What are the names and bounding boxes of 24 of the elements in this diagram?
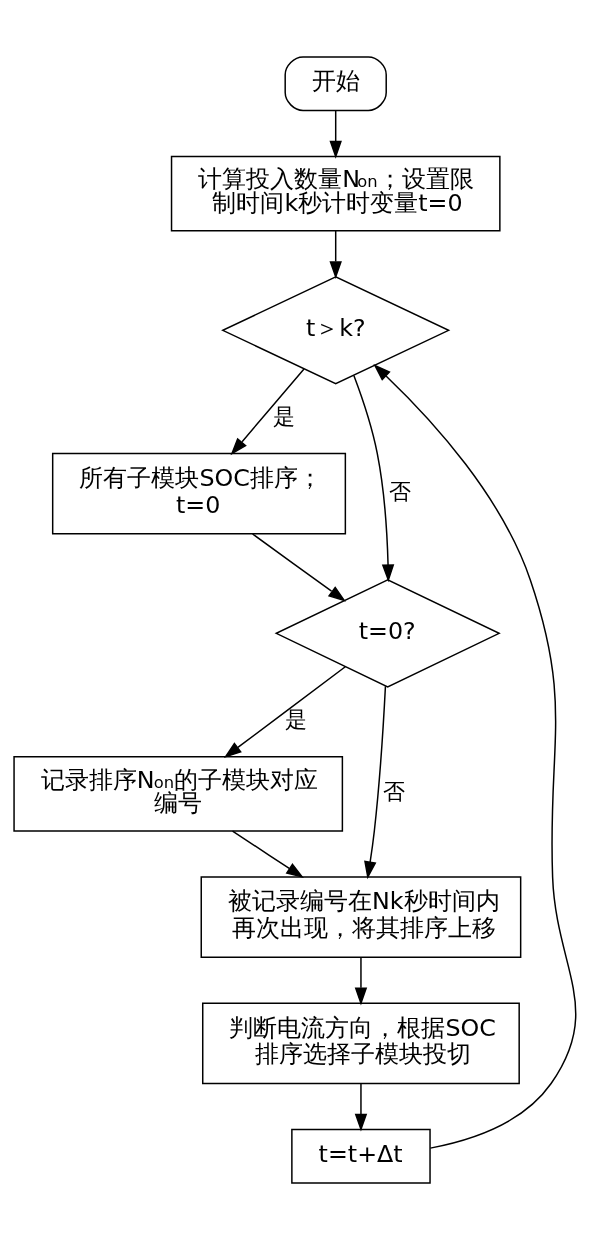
arrow [223, 665, 347, 758]
arrow [230, 368, 305, 456]
node-box: 判断电流方向，根据SOC排序选择子模块投切 [202, 1002, 520, 1085]
arrow [373, 364, 577, 1149]
node-diamond: t=0? [274, 579, 501, 688]
arrow [231, 830, 304, 879]
edge-label: 否 [388, 477, 411, 504]
edge-label: 是 [272, 402, 295, 429]
arrow [364, 685, 387, 880]
arrow [354, 1083, 368, 1132]
node-box: t=t+Δt [291, 1128, 431, 1184]
node-box: 所有子模块SOC排序；t=0 [51, 452, 347, 535]
edge-label: 是 [284, 705, 307, 732]
arrow [251, 533, 346, 602]
arrow [329, 109, 342, 159]
arrow [354, 956, 368, 1006]
node-box: 被记录编号在Nk秒时间内再次出现，将其排序上移 [200, 876, 522, 958]
node-diamond: t＞k? [221, 276, 451, 385]
node-box: 开始 [284, 56, 387, 112]
node-box: 计算投入数量Non；设置限制时间k秒计时变量t=0 [170, 155, 501, 232]
edge-label: 否 [382, 778, 405, 805]
arrow [329, 230, 342, 280]
node-box: 记录排序Non的子模块对应编号 [13, 755, 344, 832]
arrow [353, 374, 395, 583]
